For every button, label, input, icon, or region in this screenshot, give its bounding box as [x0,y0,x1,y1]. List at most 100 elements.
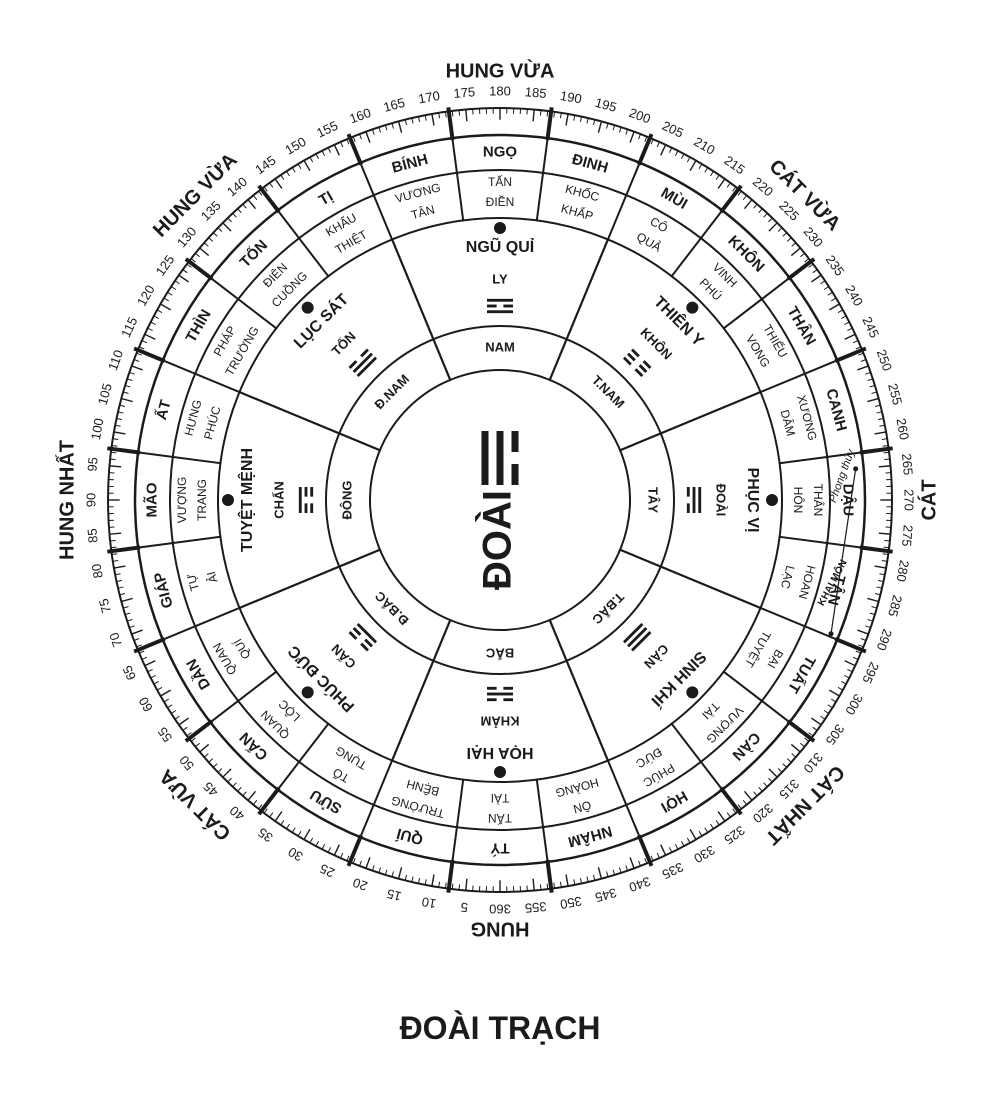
degree-tick [186,263,192,268]
mountain-boundary-marker [637,133,654,166]
degree-tick [153,315,159,319]
trigram-line-solid [481,431,489,485]
degree-tick [650,138,654,145]
degree-label: 150 [282,134,308,158]
degree-label: 40 [227,803,248,824]
degree-tick [150,321,156,325]
trigram-line-broken [348,631,358,640]
door-arrow-head [853,466,859,472]
trigram-line-solid [487,310,513,314]
degree-tick [315,841,319,847]
degree-label: 305 [823,721,848,747]
degree-tick [190,257,196,263]
degree-tick [879,424,886,427]
mountain-divider [137,451,222,465]
degree-tick [737,190,743,196]
palace-name: TUYỆT MỆNH [237,448,256,552]
degree-tick [871,391,878,394]
degree-tick [153,681,159,685]
degree-tick [417,877,421,885]
degree-tick [111,553,118,556]
degree-tick [884,458,891,461]
degree-tick [268,182,274,188]
degree-tick [339,141,344,148]
degree-label: 295 [859,660,882,686]
degree-tick [881,438,888,441]
degree-tick [791,753,797,758]
palace-trigram-name: CHẤN [271,481,286,519]
degree-tick [867,618,874,622]
star-label-line2: TÀI [699,699,723,723]
degree-tick [638,133,642,140]
degree-tick [424,114,427,121]
palace-trigram-symbol [686,487,702,513]
degree-tick [573,879,576,886]
degree-tick [565,113,569,126]
degree-tick [831,297,837,302]
degree-tick [333,844,340,857]
mountain-divider [759,606,839,641]
degree-tick [150,675,156,679]
degree-tick [867,378,874,382]
degree-label: 240 [842,282,866,308]
degree-tick [321,844,325,850]
degree-label: 85 [84,528,100,544]
mountain-boundary-marker [786,257,816,281]
mountain-divider [276,209,330,278]
palace-trigram-name: TỐN [329,329,359,359]
degree-label: 105 [95,382,115,407]
direction-label: TÂY [646,487,661,513]
palace-trigram-name: CẤN [328,641,359,672]
degree-tick [384,869,388,876]
palace-trigram-symbol [348,622,378,652]
degree-tick [263,186,268,192]
degree-tick [882,444,889,447]
wheel-labels: 3605101520253035404550556065707580859095… [55,58,940,939]
trigram-line-broken [348,360,358,369]
trigram-line-broken [622,356,632,366]
degree-tick [358,133,362,140]
degree-tick [285,170,290,177]
trigram-line-broken [686,503,690,513]
degree-tick [618,126,622,133]
degree-tick [397,120,403,133]
degree-tick [404,119,407,126]
degree-tick [198,247,210,257]
palace-divider [618,548,762,610]
degree-tick [397,867,403,880]
degree-tick [371,865,375,872]
degree-tick [811,274,823,283]
degree-tick [170,710,177,715]
degree-label: 35 [255,825,275,846]
degree-tick [112,559,119,562]
palace-divider [390,618,452,762]
degree-tick [378,126,382,133]
degree-tick [768,221,779,232]
degree-tick [268,812,274,818]
degree-tick [327,147,332,153]
degree-tick [159,689,172,697]
degree-tick [465,108,468,122]
degree-tick [808,263,814,268]
degree-label: 70 [106,631,125,650]
degree-tick [177,274,189,283]
palace-trigram-symbol [298,487,314,513]
degree-tick [339,852,344,859]
palace-divider [618,390,762,452]
star-label-line2: TÀI [491,791,510,806]
degree-tick [177,717,189,726]
quality-label: HUNG NHẤT [55,440,78,560]
mountain-divider [359,759,394,839]
degree-label: 25 [317,861,336,881]
star-label-line1: XƯƠNG [794,393,820,442]
trigram-line-broken [503,304,513,308]
mountain-boundary-marker [346,834,363,867]
palace-name: NGŨ QUỈ [466,236,535,256]
mountain-divider [451,778,465,863]
trigram-line-broken [503,698,513,702]
trigram-line-solid [352,352,374,374]
degree-tick [593,119,596,126]
degree-tick [546,883,549,890]
degree-label: 330 [691,842,717,866]
mountain-divider [209,670,278,724]
